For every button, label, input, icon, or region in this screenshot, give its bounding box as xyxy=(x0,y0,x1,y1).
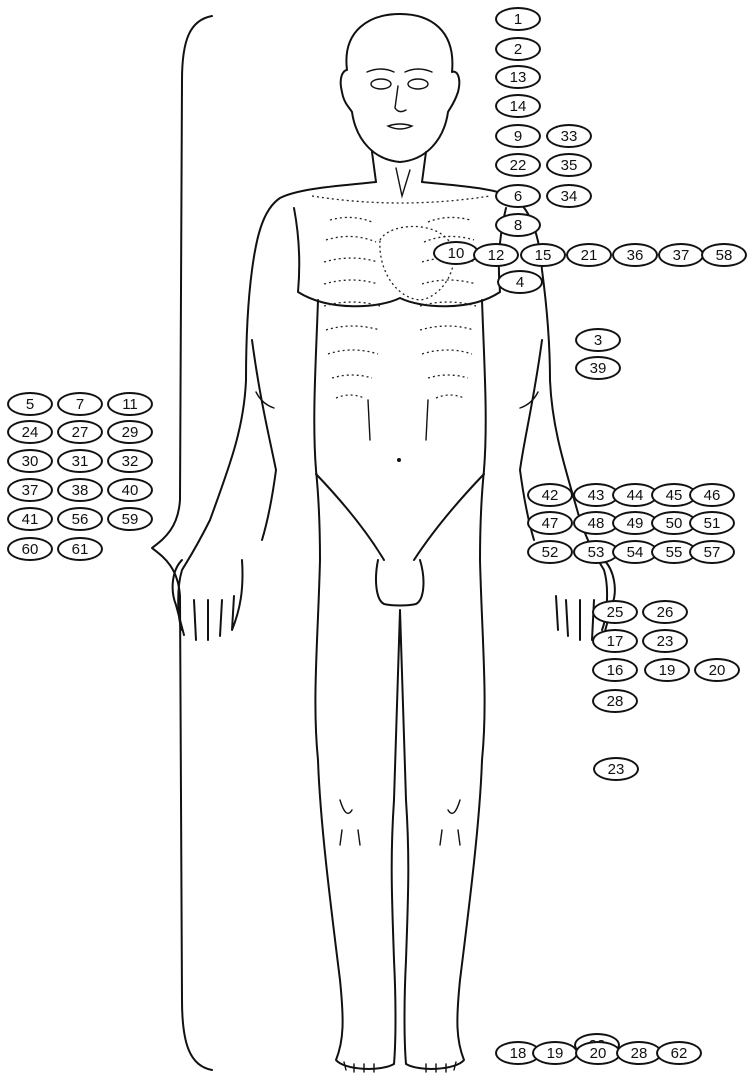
eye-left xyxy=(408,79,428,89)
label-left-grid: 7 xyxy=(57,392,103,416)
label-column-top: 35 xyxy=(546,153,592,177)
label-left-grid: 41 xyxy=(7,507,53,531)
label-left-grid: 40 xyxy=(107,478,153,502)
label-column-top: 2 xyxy=(495,37,541,61)
label-chest: 37 xyxy=(658,243,704,267)
mouth xyxy=(388,124,412,129)
label-left-grid: 61 xyxy=(57,537,103,561)
label-chest: 4 xyxy=(497,270,543,294)
chest-region xyxy=(312,196,490,203)
label-left-grid: 60 xyxy=(7,537,53,561)
eye-right xyxy=(371,79,391,89)
label-left-grid: 5 xyxy=(7,392,53,416)
label-fingers: 16 xyxy=(592,658,638,682)
hips xyxy=(315,470,484,1069)
label-hand: 57 xyxy=(689,540,735,564)
label-hand: 51 xyxy=(689,511,735,535)
label-fingers: 28 xyxy=(592,689,638,713)
label-left-grid: 32 xyxy=(107,449,153,473)
nose xyxy=(395,86,406,112)
label-column-top: 8 xyxy=(495,213,541,237)
label-column-top: 14 xyxy=(495,94,541,118)
label-left-grid: 30 xyxy=(7,449,53,473)
label-left-grid: 31 xyxy=(57,449,103,473)
label-elbow: 39 xyxy=(575,356,621,380)
label-column-top: 13 xyxy=(495,65,541,89)
head xyxy=(341,14,460,162)
heart-outline xyxy=(380,226,454,300)
label-fingers: 20 xyxy=(694,658,740,682)
label-elbow: 3 xyxy=(575,328,621,352)
label-fingers: 23 xyxy=(642,629,688,653)
label-left-grid: 11 xyxy=(107,392,153,416)
hand-right xyxy=(173,560,243,640)
label-hand: 52 xyxy=(527,540,573,564)
label-column-top: 34 xyxy=(546,184,592,208)
label-chest: 15 xyxy=(520,243,566,267)
label-left-grid: 29 xyxy=(107,420,153,444)
label-column-top: 22 xyxy=(495,153,541,177)
label-left-grid: 56 xyxy=(57,507,103,531)
label-chest: 21 xyxy=(566,243,612,267)
label-feet: 20 xyxy=(575,1041,621,1065)
label-hand: 42 xyxy=(527,483,573,507)
bracket xyxy=(152,16,212,1070)
label-left-grid: 24 xyxy=(7,420,53,444)
label-fingers: 26 xyxy=(642,600,688,624)
label-chest: 12 xyxy=(473,243,519,267)
label-column-top: 6 xyxy=(495,184,541,208)
label-left-grid: 27 xyxy=(57,420,103,444)
label-hand: 47 xyxy=(527,511,573,535)
label-fingers: 19 xyxy=(644,658,690,682)
label-thigh: 23 xyxy=(593,757,639,781)
label-fingers: 25 xyxy=(592,600,638,624)
label-fingers: 17 xyxy=(592,629,638,653)
label-left-grid: 37 xyxy=(7,478,53,502)
label-left-grid: 38 xyxy=(57,478,103,502)
label-column-top: 33 xyxy=(546,124,592,148)
label-feet: 62 xyxy=(656,1041,702,1065)
genitals xyxy=(376,560,423,606)
label-chest: 36 xyxy=(612,243,658,267)
label-hand: 46 xyxy=(689,483,735,507)
label-feet: 19 xyxy=(532,1041,578,1065)
label-chest: 58 xyxy=(701,243,747,267)
label-left-grid: 59 xyxy=(107,507,153,531)
neck-notch xyxy=(396,168,410,196)
label-column-top: 9 xyxy=(495,124,541,148)
label-column-top: 1 xyxy=(495,7,541,31)
